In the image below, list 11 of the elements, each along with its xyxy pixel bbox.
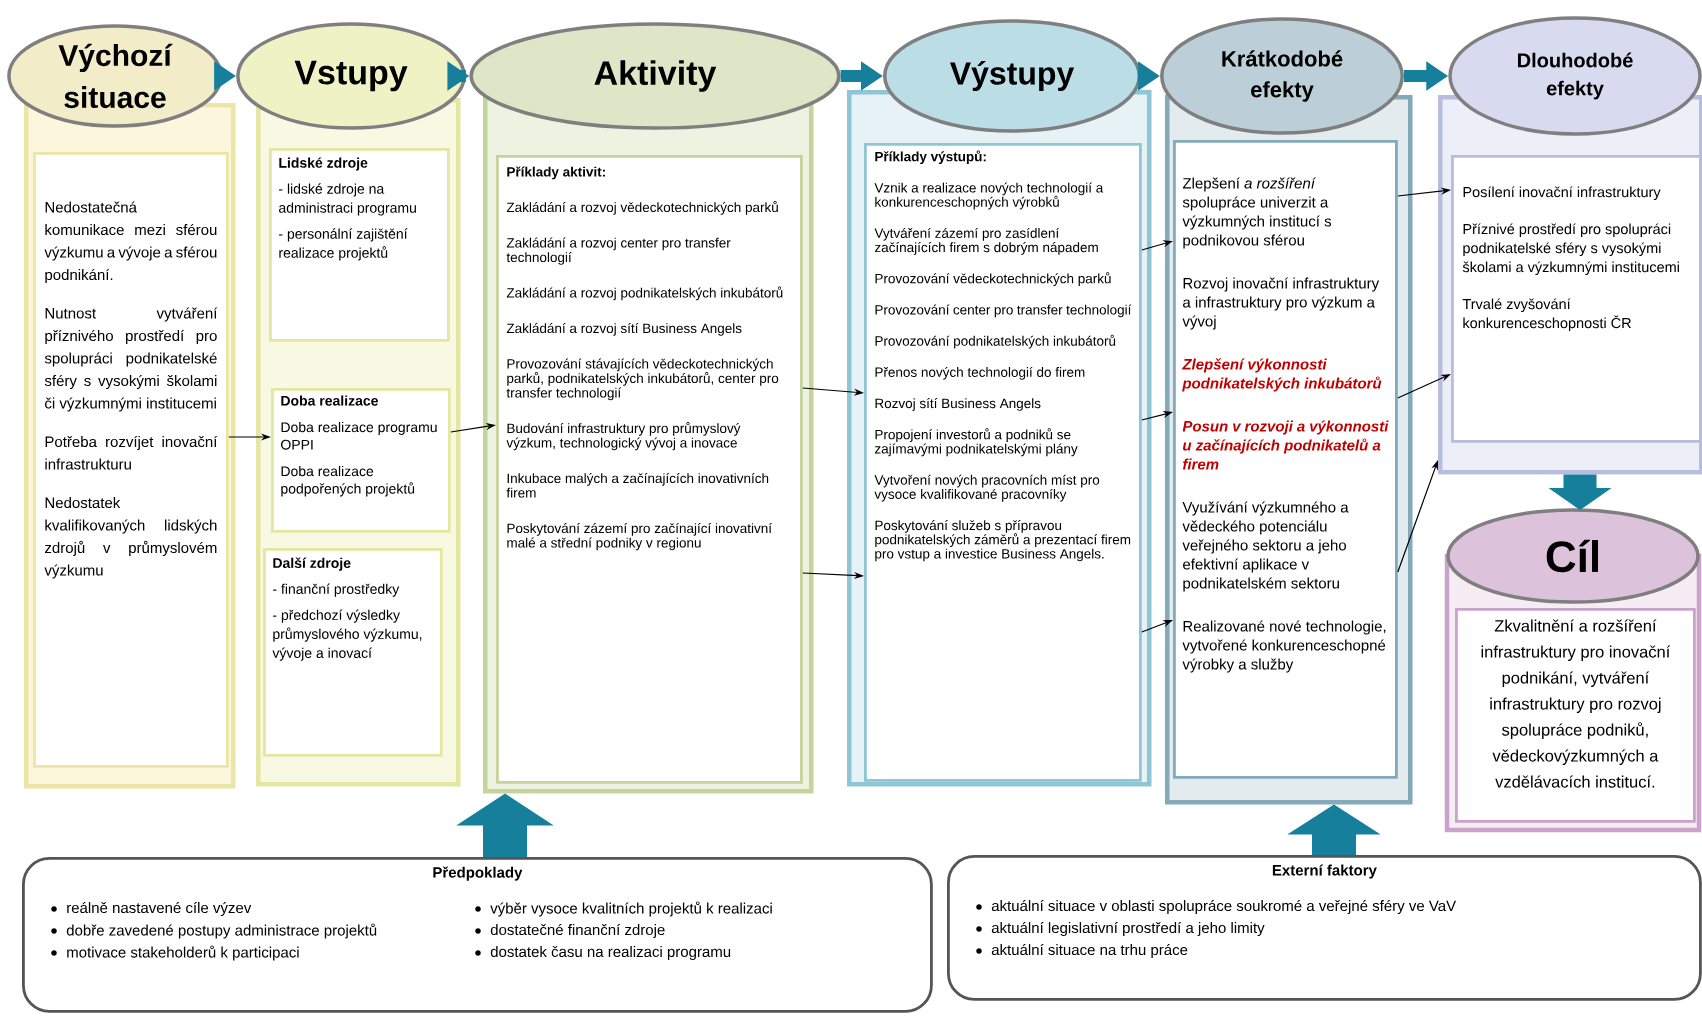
text-box: Nedostatečná komunikace mezi sférou výzkumu a vývoje a sférou podnikání. Nutnost vytváření příznivého prostředí pro spolupráci podnikatelské sféry s vysokými školami či výzkumnými institucemi Potřeba rozvíjet inovační infrastrukturu Nedostatek kvalifikovaných lidských zdrojů v průmyslovém výzkumu <box>33 152 229 768</box>
text-box: Zlepšení a rozšíření spolupráce univerzit a výzkumných institucí s podnikovou sférou Rozvoj inovační infrastruktury a infrastruktury pro výzkum a vývoj Zlepšení výkonnosti podnikatelských inkubátorů Posun v rozvoji a výkonnosti u začínajících podnikatelů a firem Využívání výzkumného a vědeckého potenciálu veřejného sektoru a jeho efektivní aplikace v podnikatelském sektoru Realizované nové technologie, vytvořené konkurenceschopné výrobky a služby <box>1173 140 1398 779</box>
text-box: Příklady aktivit: Zakládání a rozvoj vědeckotechnických parků Zakládání a rozvoj center pro transfer technologií Zakládání a rozvoj podnikatelských inkubátorů Zakládání a rozvoj sítí Business Angels Provozování stávajících vědeckotechnických parků, podnikatelských inkubátorů, center pro transfer technologií Budování infrastruktury pro průmyslový výzkum, technologický vývoj a inovace Inkubace malých a začínajících inovativních firem Poskytování zázemí pro začínající inovativní malé a střední podniky v regionu <box>496 155 803 784</box>
text-box: Příklady výstupů: Vznik a realizace nových technologií a konkurenceschopných výrobků Vytváření zázemí pro zasídlení začínajících firem s dobrým nápadem Provozování vědeckotechnických parků Provozování center pro transfer technologií Provozování podnikatelských inkubátorů Přenos nových technologií do firem Rozvoj sítí Business Angels Propojení investorů a podniků se zajímavými podnikatelskými plány Vytvoření nových pracovních míst pro vysoce kvalifikované pracovníky Poskytování služeb s přípravou podnikatelských záměrů a prezentací firem pro vstup a investice Business Angels. <box>864 143 1142 782</box>
text-box: Další zdroje - finanční prostředky - předchozí výsledky průmyslového výzkumu, vývoje a inovací <box>263 548 443 757</box>
rounded-box: Externí faktory aktuální situace v oblasti spolupráce soukromé a veřejné sféry ve VaV aktuální legislativní prostředí a jeho limity aktuální situace na trhu práce <box>947 855 1702 1001</box>
rounded-box: Předpoklady reálně nastavené cíle výzev dobře zavedené postupy administrace projektů motivace stakeholderů k participaci výběr vysoce kvalitních projektů k realizaci dostatečné finanční zdroje dostatek času na realizaci programu <box>22 857 933 1013</box>
text-box: Posílení inovační infrastruktury Příznivé prostředí pro spolupráci podnikatelské sféry s vysokými školami a výzkumnými institucemi Trvalé zvyšování konkurenceschopnosti ČR <box>1451 155 1702 443</box>
text-box: Zkvalitnění a rozšíření infrastruktury pro inovační podnikání, vytváření infrastruktury pro rozvoj spolupráce podniků, vědeckovýzkumných a vzdělávacích institucí. <box>1455 608 1696 823</box>
text-box: Lidské zdroje - lidské zdroje na administraci programu - personální zajištění realizace projektů <box>269 148 450 342</box>
text-box: Doba realizace Doba realizace programu OPPI Doba realizace podpořených projektů <box>271 388 451 533</box>
